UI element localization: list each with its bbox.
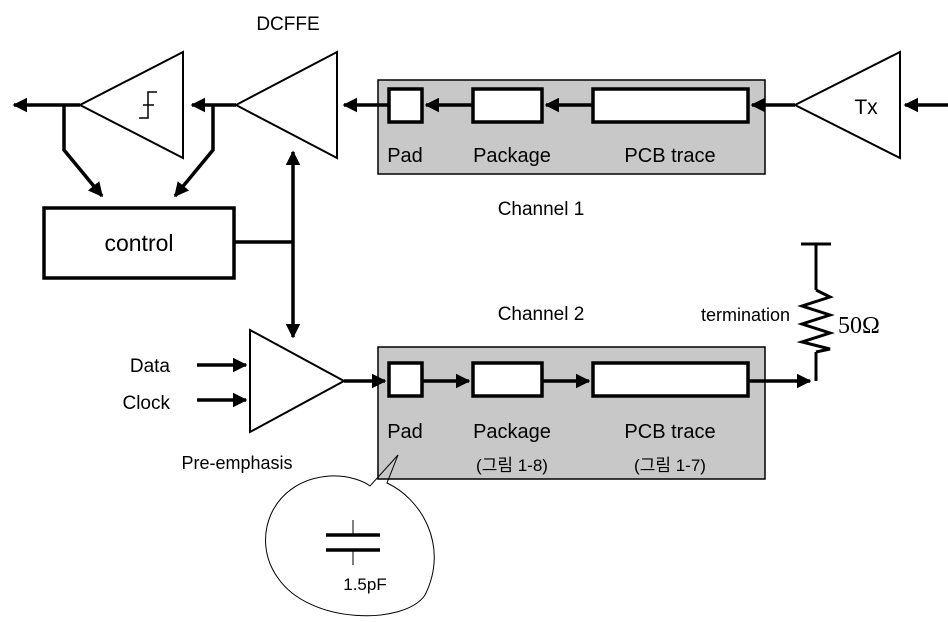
control-block	[42, 206, 236, 280]
termination-label: termination	[701, 305, 790, 325]
channel1-label: Channel 1	[498, 199, 585, 220]
control-label: control	[104, 230, 173, 256]
channel2-package-ref: (그림 1-8)	[476, 456, 548, 475]
channel1-package-label: Package	[473, 145, 551, 167]
pad-capacitance-callout	[265, 454, 435, 617]
channel1-pad-label: Pad	[387, 145, 423, 167]
dcffe-amplifier	[233, 50, 338, 160]
clock-label: Clock	[122, 393, 170, 414]
termination-resistor	[796, 242, 835, 381]
channel1-pcb-trace-label: PCB trace	[624, 145, 715, 167]
tx-amplifier	[792, 50, 901, 160]
slicer-amplifier	[77, 50, 184, 160]
pre-emphasis-label: Pre-emphasis	[181, 453, 292, 473]
channel2-package	[471, 361, 544, 398]
data-label: Data	[130, 356, 171, 377]
capacitor-icon	[326, 520, 380, 565]
channel2-pad-label: Pad	[387, 421, 423, 443]
tx-label: Tx	[854, 96, 878, 119]
channel1-pad	[387, 87, 424, 124]
channel1-pcb-trace	[591, 87, 750, 124]
capacitance-label: 1.5pF	[343, 575, 386, 594]
pre-emphasis-driver	[249, 328, 347, 434]
channel2-pcb-trace-label: PCB trace	[624, 421, 715, 443]
channel2-pad	[387, 361, 424, 398]
channel1-package	[471, 87, 544, 124]
channel2-package-label: Package	[473, 421, 551, 443]
hysteresis-icon	[139, 91, 157, 119]
channel2-pcb-trace	[591, 361, 750, 398]
dcffe-label: DCFFE	[256, 14, 319, 35]
channel2-label: Channel 2	[498, 304, 585, 325]
channel2-pcb-trace-ref: (그림 1-7)	[634, 456, 706, 475]
resistance-label: 50Ω	[838, 313, 880, 339]
